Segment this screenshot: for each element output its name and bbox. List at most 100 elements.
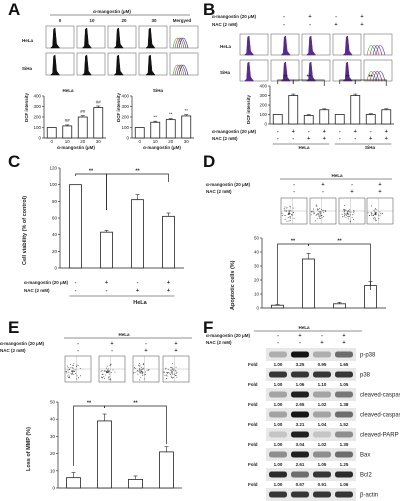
panel-e-scatter-dot bbox=[68, 374, 70, 376]
panel-f-fold-value: 2.61 bbox=[296, 462, 305, 467]
panel-d-scatter-dot bbox=[371, 214, 373, 216]
panel-f-blot-background bbox=[266, 368, 356, 381]
panel-d-title: HeLa bbox=[331, 173, 343, 178]
panel-d-scatter-dot bbox=[349, 214, 351, 216]
panel-d-bar bbox=[333, 303, 346, 309]
panel-b-merged-curve bbox=[372, 71, 383, 82]
panel-b-y-tick-label: 100 bbox=[259, 112, 267, 117]
panel-e-scatter-dot bbox=[106, 370, 108, 372]
panel-e-scatter-dot bbox=[100, 370, 102, 372]
panel-c-group: HeLa bbox=[133, 300, 147, 306]
panel-e-scatter-dot bbox=[140, 371, 142, 373]
panel-e-scatter-dot bbox=[141, 372, 143, 374]
panel-b-bar bbox=[334, 114, 345, 125]
panel-f-fold-value: 1.52 bbox=[340, 422, 349, 427]
panel-d-scatter-dot bbox=[343, 212, 345, 214]
panel-b-4-sig-label: ** bbox=[369, 75, 374, 81]
panel-d-scatter-dot bbox=[352, 218, 354, 220]
panel-a-hela-bar bbox=[62, 125, 73, 139]
panel-a-merged-curve bbox=[172, 37, 183, 49]
panel-d-scatter-dot bbox=[350, 211, 352, 213]
panel-d-scatter-dot bbox=[315, 214, 317, 216]
panel-a-xlabel-hela: α-mangostin (μM) bbox=[57, 145, 95, 150]
panel-d-scatter-dot bbox=[292, 207, 294, 209]
panel-f-fold-value: 1.10 bbox=[318, 382, 327, 387]
panel-f-band bbox=[335, 371, 353, 378]
panel-f-blot-label: p38 bbox=[360, 373, 371, 379]
panel-b-merged-curve bbox=[375, 71, 386, 82]
panel-e-scatter-dot bbox=[172, 376, 174, 378]
panel-b-group-siha: SiHa bbox=[365, 145, 376, 150]
panel-a-col-20: 20 bbox=[121, 18, 127, 23]
panel-d-scatter-dot bbox=[349, 221, 351, 223]
panel-b: α-mangostin (20 μM) NAC (2 mM) --+--+++ … bbox=[212, 14, 394, 150]
panel-c-y-tick-label: 0 bbox=[54, 266, 57, 271]
panel-e-scatter-dot bbox=[169, 372, 171, 374]
panel-b-merged-curve bbox=[372, 45, 383, 56]
panel-b-merged-curve bbox=[366, 71, 377, 82]
panel-e-scatter-dot bbox=[80, 375, 81, 377]
panel-e-scatter-dot bbox=[72, 366, 74, 368]
panel-d-scatter-dot bbox=[318, 215, 320, 217]
panel-b-histogram-grid bbox=[239, 33, 393, 82]
panel-d-scatter-dot bbox=[286, 220, 288, 222]
panel-e-scatter-dot bbox=[69, 377, 71, 378]
panel-e-y-tick-label: 50 bbox=[50, 400, 56, 405]
panel-e-scatter-dot bbox=[72, 372, 74, 374]
panel-c-y-tick-label: 100 bbox=[49, 182, 57, 187]
panel-e-ylabel: Loss of MMP (%) bbox=[26, 427, 32, 471]
panel-f-treat-nac: NAC (2 mM) bbox=[206, 340, 232, 345]
panel-b-hist-peak bbox=[342, 61, 353, 82]
panel-a-chart-title-siha: SiHa bbox=[153, 88, 164, 93]
panel-a-siha-y-tick-label: 400 bbox=[121, 94, 129, 99]
panel-e-scatter-dot bbox=[170, 375, 172, 377]
panel-c-nac-sign: + bbox=[136, 288, 139, 294]
panel-d-scatter-dot bbox=[347, 212, 349, 214]
panel-e-scatter-dot bbox=[175, 370, 177, 372]
panel-b-group-hela: HeLa bbox=[298, 145, 310, 150]
panel-e-scatter-dot bbox=[171, 377, 173, 379]
panel-e-scatter-dot bbox=[176, 376, 178, 378]
panel-e-scatter-dot bbox=[70, 364, 71, 366]
panel-f-band bbox=[335, 411, 353, 418]
panel-d-scatter-dot bbox=[344, 205, 346, 206]
panel-d-bar bbox=[302, 258, 315, 309]
panel-a-marker: ** bbox=[169, 112, 173, 117]
panel-b-top-nac-sign: + bbox=[360, 22, 363, 28]
panel-d-scatter-dot bbox=[346, 212, 348, 214]
panel-b-merged-curve bbox=[369, 71, 380, 82]
panel-e-scatter-dot bbox=[73, 371, 75, 373]
panel-d-scatter-dot bbox=[288, 210, 290, 212]
panel-f-blot-background bbox=[266, 428, 356, 441]
panel-f-nac-sign: - bbox=[299, 340, 301, 346]
panel-e-scatter-dot bbox=[142, 364, 144, 366]
panel-letter-d: D bbox=[203, 152, 216, 171]
panel-e-scatter-dot bbox=[144, 371, 146, 373]
panel-d-scatter-dot bbox=[318, 210, 320, 212]
panel-e-scatter-dot bbox=[139, 369, 141, 370]
panel-d-scatter-dot bbox=[316, 218, 318, 220]
panel-f-fold-value: 3.25 bbox=[296, 362, 305, 367]
panel-a-x-tick-label: 10 bbox=[65, 139, 71, 144]
panel-e-y-tick-label: 40 bbox=[50, 417, 56, 422]
panel-e-y-tick-label: 10 bbox=[50, 468, 56, 473]
panel-e-scatter-dot bbox=[108, 373, 110, 375]
panel-d-scatter-dot bbox=[319, 213, 321, 215]
panel-d-scatter-dot bbox=[374, 220, 376, 222]
panel-a-siha-y-tick-label: 0 bbox=[126, 136, 129, 141]
panel-e-scatter-dot bbox=[172, 373, 174, 375]
panel-d-scatter-dot bbox=[281, 212, 283, 214]
panel-d-scatter-dot bbox=[378, 218, 380, 219]
panel-letter-c: C bbox=[8, 152, 21, 171]
panel-f-band bbox=[335, 491, 353, 498]
panel-e-scatter-dot bbox=[72, 371, 74, 373]
panel-a-marker: ## bbox=[96, 100, 102, 105]
panel-f-blot-label: cleaved-PARP bbox=[360, 433, 399, 439]
panel-e-treat-mango: α-mangostin (20 μM) bbox=[0, 341, 45, 346]
panel-e-scatter-dot bbox=[109, 370, 111, 372]
panel-b-top-mango-sign: - bbox=[335, 14, 337, 20]
panel-f-fold-value: 1.00 bbox=[274, 422, 283, 427]
panel-d-scatter-dot bbox=[310, 211, 312, 213]
panel-c-treatment-signs: --+--+++ bbox=[75, 280, 171, 294]
panel-d-scatter-dot bbox=[288, 209, 290, 211]
